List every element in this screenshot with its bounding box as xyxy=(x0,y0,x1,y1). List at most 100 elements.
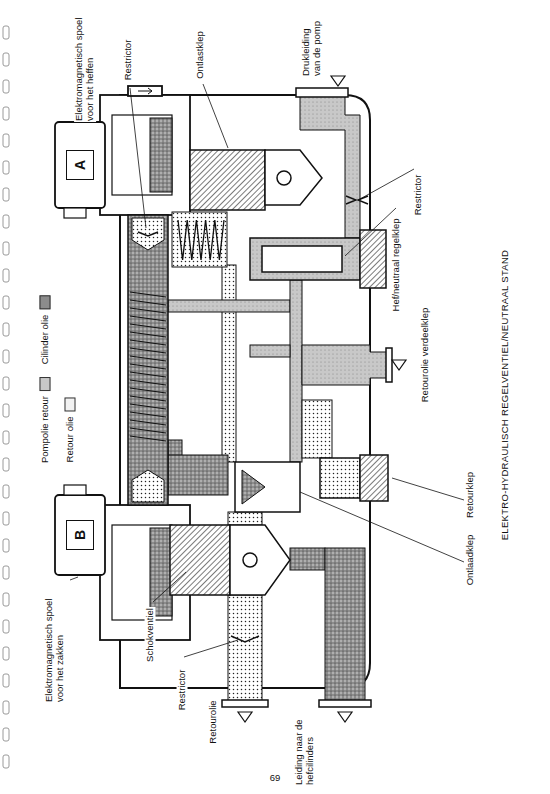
lift-neutral-valve xyxy=(262,246,342,272)
part-label: Ontlaadklep xyxy=(465,534,476,587)
oil-channel xyxy=(222,265,236,462)
outlet-flange xyxy=(386,348,392,382)
spool-rib xyxy=(130,412,166,417)
relief-valve xyxy=(190,150,322,210)
part-label: Elektromagnetisch spoel voor het zakken xyxy=(44,583,66,703)
binding-mark xyxy=(3,107,9,120)
relief-valve xyxy=(265,150,322,205)
flow-triangle xyxy=(331,76,345,86)
binding-mark xyxy=(3,269,9,282)
outlet-flange xyxy=(222,700,268,707)
binding-mark xyxy=(3,26,9,39)
binding-mark xyxy=(3,674,9,687)
leader-line xyxy=(300,492,464,562)
coil-letter: A xyxy=(73,160,87,170)
spool-bore xyxy=(132,218,164,250)
solenoid-lift xyxy=(100,95,190,215)
legend-swatch xyxy=(40,377,51,391)
legend-item: Retour olie xyxy=(65,398,76,463)
spool-rib xyxy=(130,316,166,321)
leader-line xyxy=(392,478,464,500)
part-label: Leiding naar de hefcilinders xyxy=(294,704,316,786)
binding-mark xyxy=(3,161,9,174)
figure-caption: ELEKTRO-HYDRAULISCH REGELVENTIEL/NEUTRAA… xyxy=(500,250,511,541)
oil-channel xyxy=(168,300,290,312)
solenoid-lift xyxy=(112,115,172,195)
binding-mark xyxy=(3,431,9,444)
spool-rib xyxy=(130,436,166,441)
coil-letter: B xyxy=(73,530,87,540)
leader-line xyxy=(345,208,396,256)
solenoid-lift xyxy=(55,122,105,208)
spool-rib xyxy=(130,324,166,329)
part-label: Ontlastklep xyxy=(195,30,206,80)
flow-triangle xyxy=(338,712,352,722)
flow-triangle xyxy=(392,360,406,370)
spool-rib xyxy=(130,428,166,433)
relief-valve xyxy=(190,150,265,210)
shock-valve xyxy=(230,525,290,595)
spool-rib xyxy=(130,308,166,313)
shock-valve xyxy=(243,553,257,567)
binding-mark xyxy=(3,53,9,66)
spool-rib xyxy=(130,292,166,297)
binding-mark xyxy=(3,215,9,228)
oil-channel xyxy=(302,400,332,458)
legend-swatch xyxy=(65,398,76,412)
solenoid-lower xyxy=(55,495,105,575)
return-valve xyxy=(320,458,360,498)
return-valve xyxy=(360,455,388,501)
spool-rib xyxy=(130,340,166,345)
solenoid-lower xyxy=(150,528,172,616)
binding-mark xyxy=(3,134,9,147)
legend-swatch xyxy=(40,296,51,310)
oil-channel xyxy=(168,95,388,702)
unloading-valve xyxy=(242,470,265,504)
oil-channel xyxy=(228,512,262,525)
spool-rib xyxy=(130,388,166,393)
part-label: Retourklep xyxy=(465,471,476,519)
binding-mark xyxy=(3,593,9,606)
binding-mark xyxy=(3,539,9,552)
leader-line xyxy=(70,84,464,657)
solenoid-lower xyxy=(64,485,86,495)
oil-channel xyxy=(325,548,365,702)
oil-channel xyxy=(290,280,302,462)
coil-letter-box: B xyxy=(66,520,94,550)
restrictor-symbol xyxy=(138,232,158,236)
binding-mark xyxy=(3,728,9,741)
leader-line xyxy=(153,572,186,602)
binding-mark xyxy=(3,350,9,363)
shock-valve xyxy=(170,525,230,595)
part-label: Restrictor xyxy=(413,174,424,217)
coil-letter-box: A xyxy=(66,150,94,180)
spool-bore xyxy=(132,470,164,502)
leader-line xyxy=(203,84,228,148)
spool-rib xyxy=(130,420,166,425)
shock-valve xyxy=(170,525,290,595)
return-valve xyxy=(320,455,388,501)
solenoid-lift xyxy=(138,88,152,94)
legend-text: Cilinder olie xyxy=(40,315,51,365)
binding-mark xyxy=(3,755,9,768)
outlet-flange xyxy=(296,88,348,97)
spool-rib xyxy=(130,372,166,377)
outlet-flange xyxy=(319,700,371,707)
solenoid-lift xyxy=(128,86,162,96)
solenoid-lift xyxy=(150,118,172,192)
legend-text: Pompolie retour xyxy=(40,396,51,463)
valve-spring xyxy=(178,220,224,260)
binding-mark xyxy=(3,188,9,201)
spool-rib xyxy=(130,348,166,353)
part-label: Drukleiding van de pomp xyxy=(301,13,323,77)
valve-spring xyxy=(172,212,227,267)
oil-channel xyxy=(302,345,388,385)
binding-mark xyxy=(3,512,9,525)
legend-item: Pompolie retour xyxy=(40,377,51,463)
binding-mark xyxy=(3,485,9,498)
oil-channel xyxy=(290,548,325,570)
binding-mark xyxy=(3,701,9,714)
oil-channel xyxy=(228,595,262,702)
spool-rib xyxy=(130,356,166,361)
